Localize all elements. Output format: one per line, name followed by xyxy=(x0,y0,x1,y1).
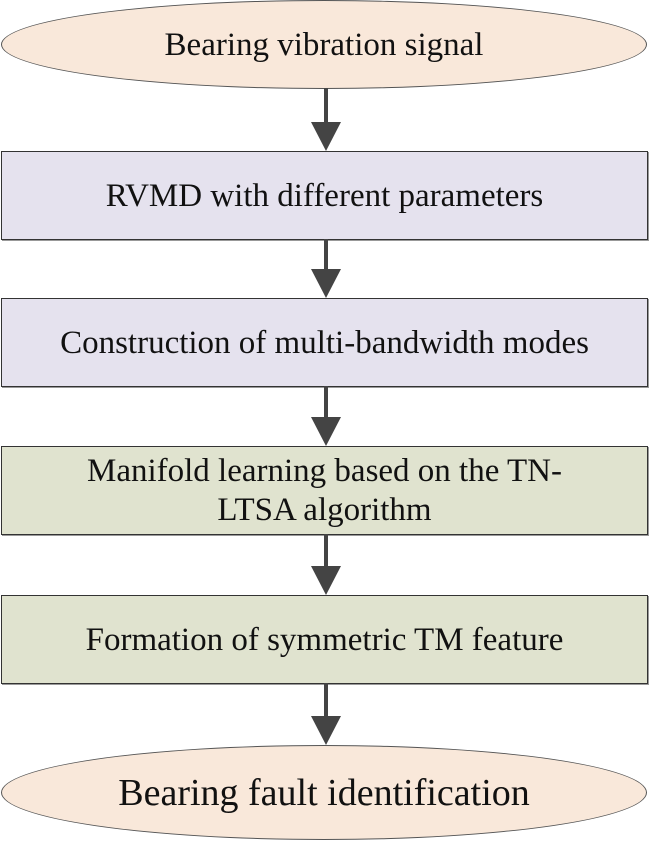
arrow-step3-to-step4 xyxy=(311,534,341,595)
arrow-head-icon xyxy=(311,716,341,745)
step-multi-bandwidth-node: Construction of multi-bandwidth modes xyxy=(1,298,648,387)
step-rvmd-node: RVMD with different parameters xyxy=(1,151,648,240)
arrow-step1-to-step2 xyxy=(311,239,341,298)
arrow-step2-to-step3 xyxy=(311,386,341,446)
arrow-head-icon xyxy=(311,122,341,151)
step-multi-bandwidth-label: Construction of multi-bandwidth modes xyxy=(60,324,589,361)
arrow-head-icon xyxy=(311,566,341,595)
end-node-label: Bearing fault identification xyxy=(118,771,530,814)
arrow-step4-to-end xyxy=(311,683,341,745)
end-node-bearing-fault-identification: Bearing fault identification xyxy=(1,745,647,840)
start-node-label: Bearing vibration signal xyxy=(164,26,484,63)
arrow-start-to-step1 xyxy=(311,88,341,151)
step-manifold-learning-node: Manifold learning based on the TN-LTSA a… xyxy=(1,446,648,535)
step-tm-feature-label: Formation of symmetric TM feature xyxy=(85,621,564,658)
step-manifold-learning-label: Manifold learning based on the TN-LTSA a… xyxy=(86,452,563,528)
arrow-head-icon xyxy=(311,269,341,298)
start-node-bearing-vibration-signal: Bearing vibration signal xyxy=(1,0,647,89)
step-tm-feature-node: Formation of symmetric TM feature xyxy=(1,595,648,684)
step-rvmd-label: RVMD with different parameters xyxy=(105,177,544,214)
arrow-head-icon xyxy=(311,417,341,446)
